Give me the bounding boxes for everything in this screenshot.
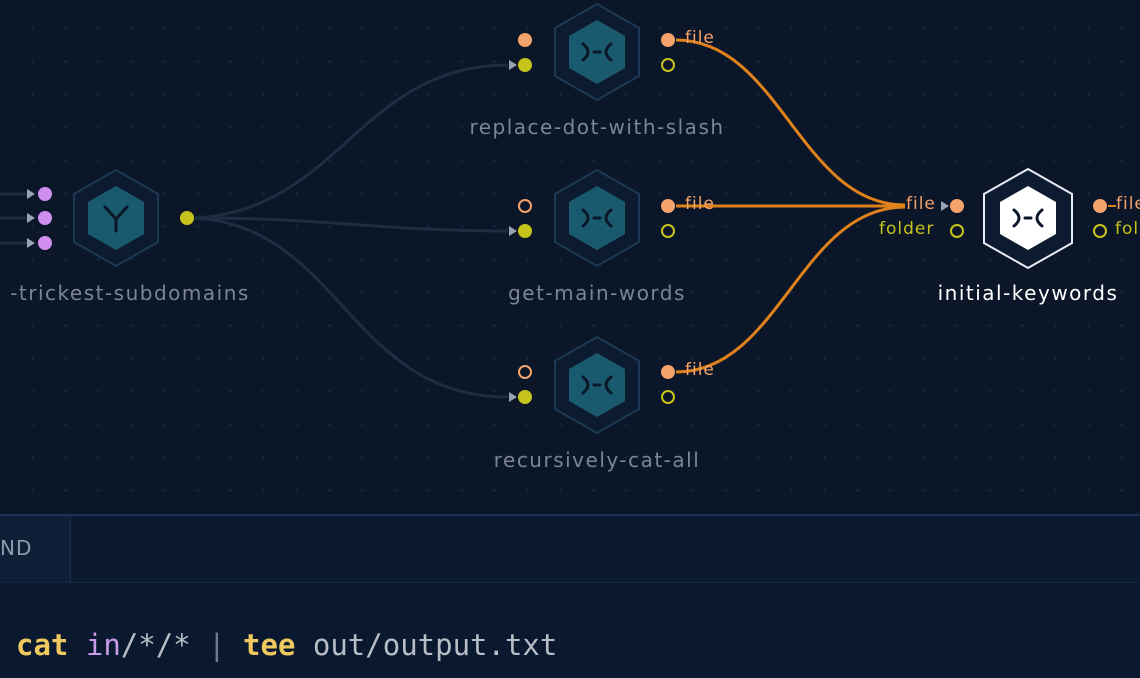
port-label-file: file — [685, 28, 715, 48]
command-token-tee: tee — [243, 628, 296, 662]
script-icon — [1012, 208, 1044, 228]
port-input-folder[interactable] — [518, 224, 532, 238]
panel-tab-bar: ND — [0, 516, 1140, 583]
merge-icon — [103, 205, 129, 233]
port-input-folder[interactable] — [518, 58, 532, 72]
port-label-file: file — [685, 360, 715, 380]
port-label-folder: folder — [1115, 219, 1140, 239]
port-label-folder: folder — [879, 219, 935, 239]
port-output-folder[interactable] — [661, 224, 675, 238]
port-label-file: file — [1116, 194, 1140, 214]
port-input-file[interactable] — [518, 33, 532, 47]
script-icon — [581, 208, 613, 228]
port-output-file[interactable] — [661, 199, 675, 213]
port-input-list[interactable] — [38, 187, 52, 201]
edge-replace-initial[interactable] — [675, 38, 906, 207]
command-token-pipe: | — [208, 628, 226, 662]
port-output-folder[interactable] — [661, 390, 675, 404]
port-input-list[interactable] — [38, 236, 52, 250]
workflow-canvas[interactable]: file file file file folder file folder -… — [0, 0, 1140, 514]
node-recursive-hex[interactable] — [554, 335, 640, 435]
node-subdomains-hex[interactable] — [73, 168, 159, 268]
node-label-initial[interactable]: initial-keywords — [937, 281, 1119, 305]
port-output-file[interactable] — [661, 33, 675, 47]
port-output-folder[interactable] — [1093, 224, 1107, 238]
port-input-file[interactable] — [950, 199, 964, 213]
node-initial-hex[interactable] — [983, 167, 1073, 270]
node-replace-hex[interactable] — [554, 2, 640, 102]
script-icon — [581, 42, 613, 62]
port-input-file[interactable] — [518, 365, 532, 379]
port-input-folder[interactable] — [950, 224, 964, 238]
node-label-recursive[interactable]: recursively-cat-all — [493, 448, 701, 472]
command-editor[interactable]: cat in/*/* | tee out/output.txt — [16, 628, 557, 662]
input-arrow — [509, 392, 517, 402]
tab-command[interactable]: ND — [0, 516, 71, 582]
port-label-file: file — [906, 194, 936, 214]
command-token-arg: out/output.txt — [312, 628, 558, 662]
tab-command-label: ND — [0, 536, 33, 560]
port-output-folder[interactable] — [180, 211, 194, 225]
port-input-file[interactable] — [518, 199, 532, 213]
input-arrow — [941, 201, 949, 211]
input-arrow — [27, 189, 35, 199]
port-output-folder[interactable] — [661, 58, 675, 72]
node-label-mainwords[interactable]: get-main-words — [508, 281, 686, 305]
command-token-cat: cat — [16, 628, 69, 662]
port-input-list[interactable] — [38, 211, 52, 225]
edge-subdomains-replace[interactable] — [194, 63, 509, 220]
node-label-replace[interactable]: replace-dot-with-slash — [469, 115, 725, 139]
node-label-subdomains[interactable]: -trickest-subdomains — [10, 281, 250, 305]
script-icon — [581, 375, 613, 395]
edges-layer — [0, 2, 1116, 435]
input-arrow — [27, 213, 35, 223]
input-arrow — [509, 226, 517, 236]
port-output-file[interactable] — [1093, 199, 1107, 213]
input-arrow — [27, 238, 35, 248]
port-label-file: file — [685, 194, 715, 214]
bottom-panel: ND cat in/*/* | tee out/output.txt — [0, 514, 1140, 678]
edge-recursive-initial[interactable] — [675, 205, 906, 374]
port-output-file[interactable] — [661, 365, 675, 379]
node-mainwords-hex[interactable] — [554, 168, 640, 268]
command-token-dir: in — [85, 628, 121, 662]
edge-subdomains-recursive[interactable] — [194, 216, 509, 399]
port-input-folder[interactable] — [518, 390, 532, 404]
command-token-glob: /*/* — [120, 628, 191, 662]
edge-subdomains-mainwords[interactable] — [194, 216, 509, 233]
input-arrow — [509, 60, 517, 70]
